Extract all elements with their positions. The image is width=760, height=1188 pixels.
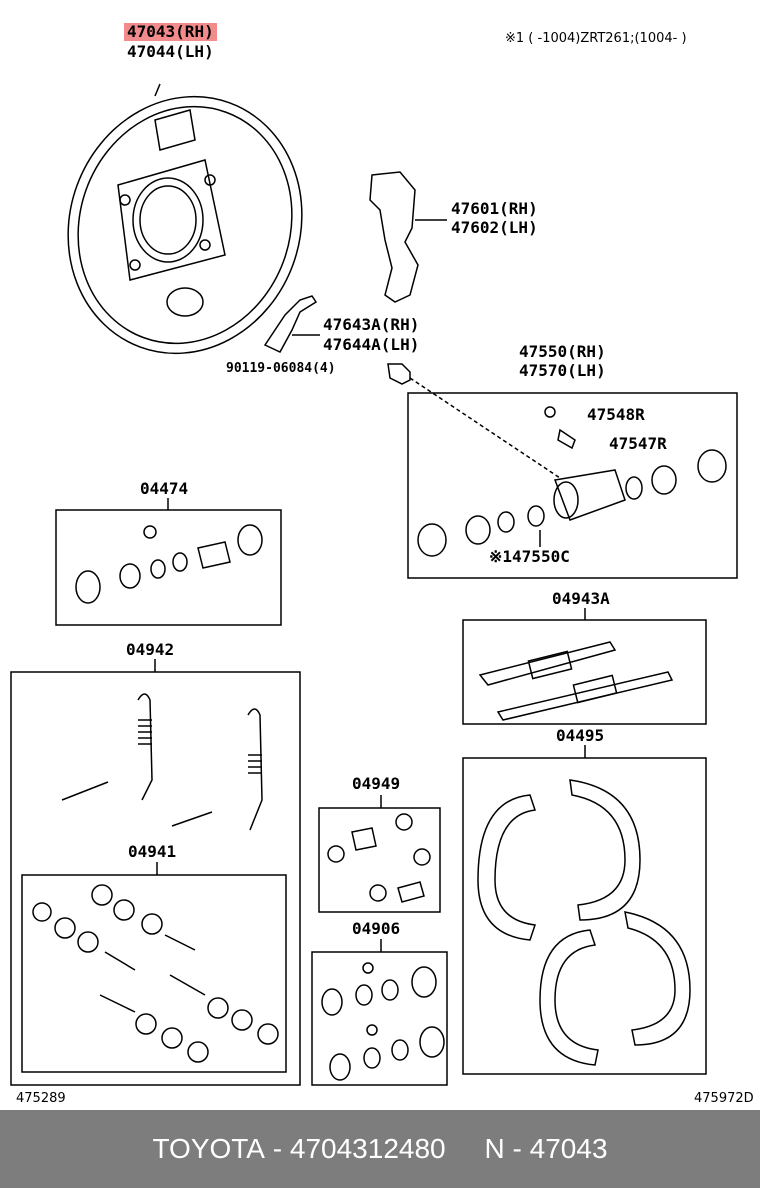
kit-04495-box [462,757,707,1075]
part-label-47570[interactable]: 47570(LH) [519,361,606,380]
kit-label-04949[interactable]: 04949 [352,774,401,793]
kit-04942-box [10,671,301,1086]
part-number: 4704312480 [289,1133,446,1164]
part-label-47044[interactable]: 47044(LH) [127,42,214,61]
bolt-drawing [387,363,561,479]
reference-prefix: N [484,1133,505,1164]
adjusting-lever-drawing [369,171,447,303]
part-label-47644A[interactable]: 47644A(LH) [323,335,420,354]
kit-label-04942[interactable]: 04942 [126,640,175,659]
part-number-47043: 47043 [127,22,176,41]
kit-04949-parts [327,813,431,903]
kit-label-04941[interactable]: 04941 [128,842,177,861]
part-label-47550[interactable]: 47550(RH) [519,342,606,361]
spacer [446,1133,485,1165]
part-label-47602[interactable]: 47602(LH) [451,218,538,237]
reference-code: 47043 [529,1133,608,1164]
kit-04906-box [311,951,448,1086]
part-label-47548R[interactable]: 47548R [587,405,645,424]
kit-label-04943A[interactable]: 04943A [552,589,610,608]
kit-04474-parts [75,524,263,604]
part-label-47547R[interactable]: 47547R [609,434,667,453]
wheel-cylinder-parts [417,406,727,557]
wheel-cylinder-box [407,392,738,579]
part-label-47601[interactable]: 47601(RH) [451,199,538,218]
kit-04941-parts [32,884,279,1063]
kit-label-04495[interactable]: 04495 [556,726,605,745]
kit-04943A-parts [478,641,674,721]
kit-04906-parts [321,962,445,1081]
kit-04949-box [318,807,441,913]
brand-name: TOYOTA [152,1133,265,1164]
springs-drawing [61,693,263,831]
backing-plate-drawing [67,83,303,355]
part-label-47550C[interactable]: ※147550C [489,547,570,566]
kit-04941-box [21,874,287,1073]
kit-04943A-box [462,619,707,725]
separator: - [504,1133,530,1164]
part-label-47643A[interactable]: 47643A(RH) [323,315,420,334]
applicability-note: ※1 ( -1004)ZRT261;(1004- ) [505,31,687,46]
separator: - [265,1133,290,1164]
brake-shoes-drawing [477,779,691,1066]
part-info-banner: TOYOTA - 4704312480 N - 47043 [0,1110,760,1188]
kit-label-04906[interactable]: 04906 [352,919,401,938]
part-label-47043[interactable]: 47043(RH) [124,23,217,41]
part-label-90119[interactable]: 90119-06084(4) [226,361,336,376]
part-side-47043: (RH) [175,22,214,41]
brake-parts-diagram [10,83,738,1086]
drawing-code-left: 475289 [16,1091,66,1106]
drawing-code-right: 475972D [694,1091,754,1106]
strut-drawing [263,295,320,353]
kit-label-04474[interactable]: 04474 [140,479,189,498]
kit-04474-box [55,509,282,626]
